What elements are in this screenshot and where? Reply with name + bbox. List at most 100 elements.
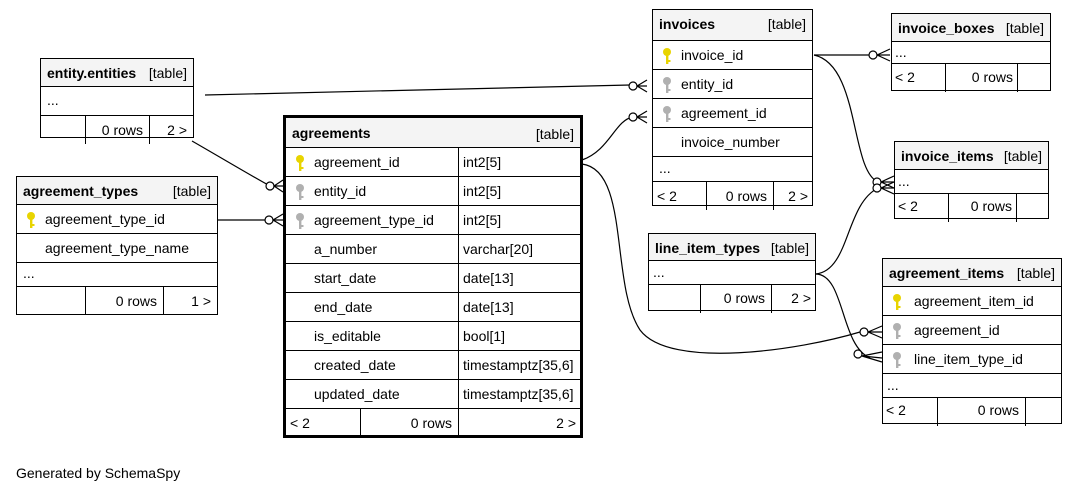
crowfoot [861, 351, 883, 363]
column-datatype: int2[5] [463, 212, 502, 228]
crowfoot [880, 181, 895, 195]
column-row[interactable]: updated_date timestamptz[35,6] [286, 380, 580, 409]
column-datatype: date[13] [463, 299, 514, 315]
children-count[interactable]: 2 > [167, 122, 187, 138]
column-name: agreement_item_id [914, 293, 1034, 309]
children-count[interactable]: 2 > [556, 415, 576, 431]
column-row[interactable]: invoice_number [653, 128, 812, 157]
crowfoot-circle [628, 81, 638, 91]
crowfoot [636, 79, 648, 93]
column-row[interactable]: agreement_type_id [17, 205, 217, 234]
table-footer: 0 rows 1 > [17, 287, 217, 315]
column-row[interactable]: agreement_id [883, 316, 1061, 345]
crowfoot-circle [872, 183, 882, 193]
crowfoot [880, 175, 895, 189]
crowfoot-circle [859, 327, 869, 337]
column-datatype: timestamptz[35,6] [463, 386, 574, 402]
column-name: agreement_type_id [314, 212, 434, 228]
ellipsis: ... [887, 377, 899, 393]
ellipsis-row: ... [17, 263, 217, 287]
column-row[interactable]: line_item_type_id [883, 345, 1061, 374]
table-footer: < 2 0 rows 2 > [286, 409, 580, 437]
table-header: entity.entities [table] [41, 59, 193, 87]
column-row[interactable]: agreement_type_id int2[5] [286, 206, 580, 235]
table-name: entity.entities [47, 65, 137, 81]
table-footer: < 2 0 rows [895, 194, 1048, 222]
column-row[interactable]: agreement_id [653, 99, 812, 128]
rel-line-item-types-agreement-items [815, 273, 871, 359]
children-count[interactable]: 2 > [788, 188, 808, 204]
crowfoot [272, 213, 284, 227]
column-name: line_item_type_id [914, 351, 1023, 367]
column-name: agreement_id [314, 154, 400, 170]
children-count[interactable]: 1 > [191, 293, 211, 309]
crowfoot-circle [265, 181, 275, 191]
crowfoot-circle [628, 112, 638, 122]
table-type: [table] [172, 183, 211, 199]
table-footer: 0 rows 2 > [649, 285, 815, 313]
parents-count[interactable]: < 2 [898, 198, 918, 214]
table-invoice-items[interactable]: invoice_items [table] ... < 2 0 rows [894, 141, 1049, 222]
row-count: 0 rows [971, 69, 1013, 85]
column-row[interactable]: invoice_id [653, 41, 812, 70]
column-name: updated_date [314, 386, 400, 402]
table-line-item-types[interactable]: line_item_types [table] ... 0 rows 2 > [648, 233, 816, 313]
parents-count[interactable]: < 2 [895, 69, 915, 85]
table-name: agreement_items [889, 265, 1005, 281]
ellipsis-row: ... [883, 374, 1061, 398]
column-name: entity_id [314, 183, 367, 199]
table-name: agreement_types [23, 183, 139, 199]
row-count: 0 rows [723, 290, 765, 306]
children-count[interactable]: 2 > [791, 290, 811, 306]
parents-count[interactable]: < 2 [657, 188, 677, 204]
rel-invoices-invoice-items [813, 54, 879, 183]
crowfoot-circle [264, 215, 274, 225]
table-name: agreements [292, 125, 371, 141]
table-header: invoice_items [table] [895, 142, 1048, 170]
parents-count[interactable]: < 2 [290, 415, 310, 431]
ellipsis-row: ... [895, 170, 1048, 194]
primary-key-icon [296, 155, 304, 171]
table-header: agreement_types [table] [17, 177, 217, 205]
rel-entities-agreements [191, 140, 271, 187]
table-type: [table] [767, 16, 806, 32]
table-footer: < 2 0 rows [883, 398, 1061, 426]
table-invoice-boxes[interactable]: invoice_boxes [table] ... < 2 0 rows [891, 13, 1051, 92]
table-footer: 0 rows 2 > [41, 116, 193, 144]
table-agreement-items[interactable]: agreement_items [table] agreement_item_i… [882, 258, 1062, 426]
table-header: agreements [table] [286, 118, 580, 148]
parents-count[interactable]: < 2 [886, 402, 906, 418]
table-entity-entities[interactable]: entity.entities [table] ... 0 rows 2 > [40, 58, 194, 144]
rel-entities-invoices [204, 84, 631, 96]
column-name: invoice_id [681, 47, 744, 63]
column-row[interactable]: entity_id [653, 70, 812, 99]
table-type: [table] [770, 240, 809, 256]
crowfoot [876, 48, 891, 62]
column-name: invoice_number [681, 134, 780, 150]
foreign-key-icon [296, 213, 304, 229]
ellipsis: ... [895, 44, 907, 60]
row-count: 0 rows [115, 293, 157, 309]
table-agreement-types[interactable]: agreement_types [table] agreement_type_i… [16, 176, 218, 315]
column-row[interactable]: agreement_item_id [883, 287, 1061, 316]
column-name: start_date [314, 270, 377, 286]
column-datatype: bool[1] [463, 328, 506, 344]
crowfoot [636, 110, 648, 124]
table-type: [table] [1003, 148, 1042, 164]
foreign-key-icon [663, 106, 671, 122]
table-invoices[interactable]: invoices [table] invoice_id entity_id ag… [652, 9, 813, 210]
column-datatype: timestamptz[35,6] [463, 357, 574, 373]
table-footer: < 2 0 rows [892, 64, 1050, 92]
row-count: 0 rows [725, 188, 767, 204]
table-name: line_item_types [655, 240, 761, 256]
column-row[interactable]: agreement_type_name [17, 234, 217, 263]
